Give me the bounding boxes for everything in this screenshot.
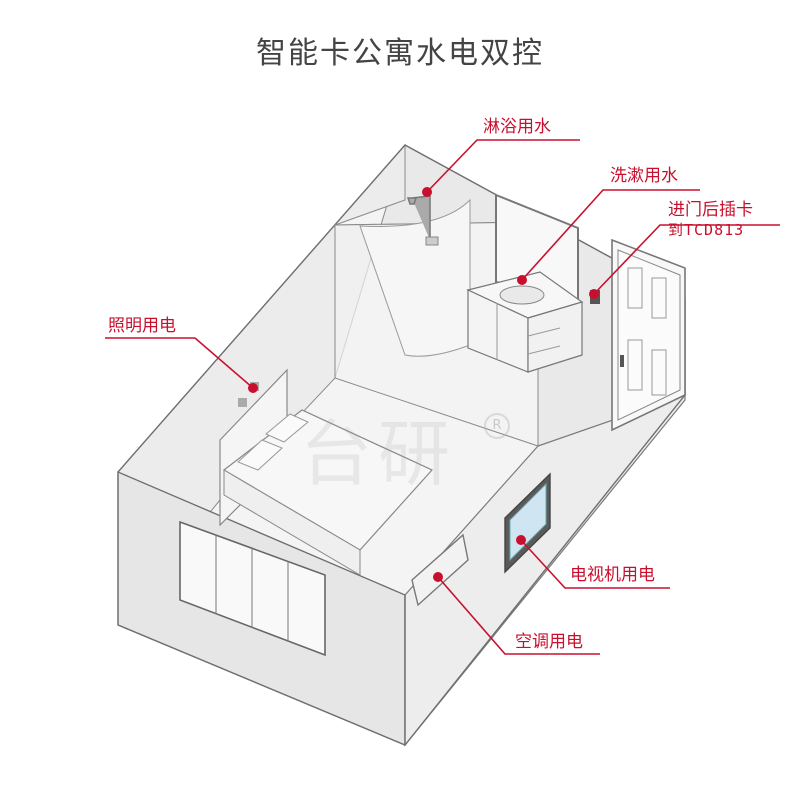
pillow-2	[265, 413, 309, 443]
bedside-lamp-2	[238, 398, 247, 407]
dot-washbasin	[517, 275, 527, 285]
callout-washbasin: 洗漱用水	[610, 166, 678, 186]
callout-aircon: 空调用电	[515, 632, 583, 652]
callout-card-switch-model: 到TCD813	[668, 221, 745, 239]
washbasin	[499, 285, 545, 305]
callout-leaders	[105, 139, 780, 655]
leader-tv	[520, 539, 670, 589]
leader-shower	[426, 139, 580, 193]
callout-shower: 淋浴用水	[483, 117, 551, 137]
shower-curtain	[359, 198, 471, 357]
registered-mark: R	[484, 413, 510, 439]
door-panel-4	[651, 349, 667, 396]
shower-valve	[425, 236, 439, 246]
dot-tv	[516, 535, 526, 545]
door-handle	[620, 355, 624, 367]
leader-card-switch	[593, 224, 780, 295]
callout-card-switch-label: 进门后插卡	[668, 200, 753, 220]
door-panel-3	[627, 339, 643, 391]
entry-door	[617, 249, 681, 421]
air-conditioner	[411, 533, 469, 607]
drawer-line-2	[527, 345, 561, 355]
floor-edge	[117, 471, 406, 596]
dot-aircon	[433, 572, 443, 582]
callout-tv: 电视机用电	[570, 565, 655, 585]
callout-card-switch: 进门后插卡 到TCD813	[668, 200, 753, 240]
watermark: 台研	[300, 412, 457, 496]
leader-washbasin	[521, 189, 700, 281]
leader-lighting	[105, 337, 254, 389]
diagram-title: 智能卡公寓水电双控	[256, 36, 544, 71]
callout-lighting: 照明用电	[108, 316, 176, 336]
pillow-1	[237, 439, 283, 471]
drawer-line-1	[527, 327, 561, 337]
bed-side	[223, 469, 361, 576]
dot-lighting	[248, 383, 258, 393]
dot-card-switch	[589, 289, 599, 299]
leader-aircon	[437, 576, 600, 655]
door-panel-1	[627, 267, 643, 309]
door-panel-2	[651, 277, 667, 319]
dot-shower	[422, 187, 432, 197]
callout-dots	[248, 187, 599, 582]
